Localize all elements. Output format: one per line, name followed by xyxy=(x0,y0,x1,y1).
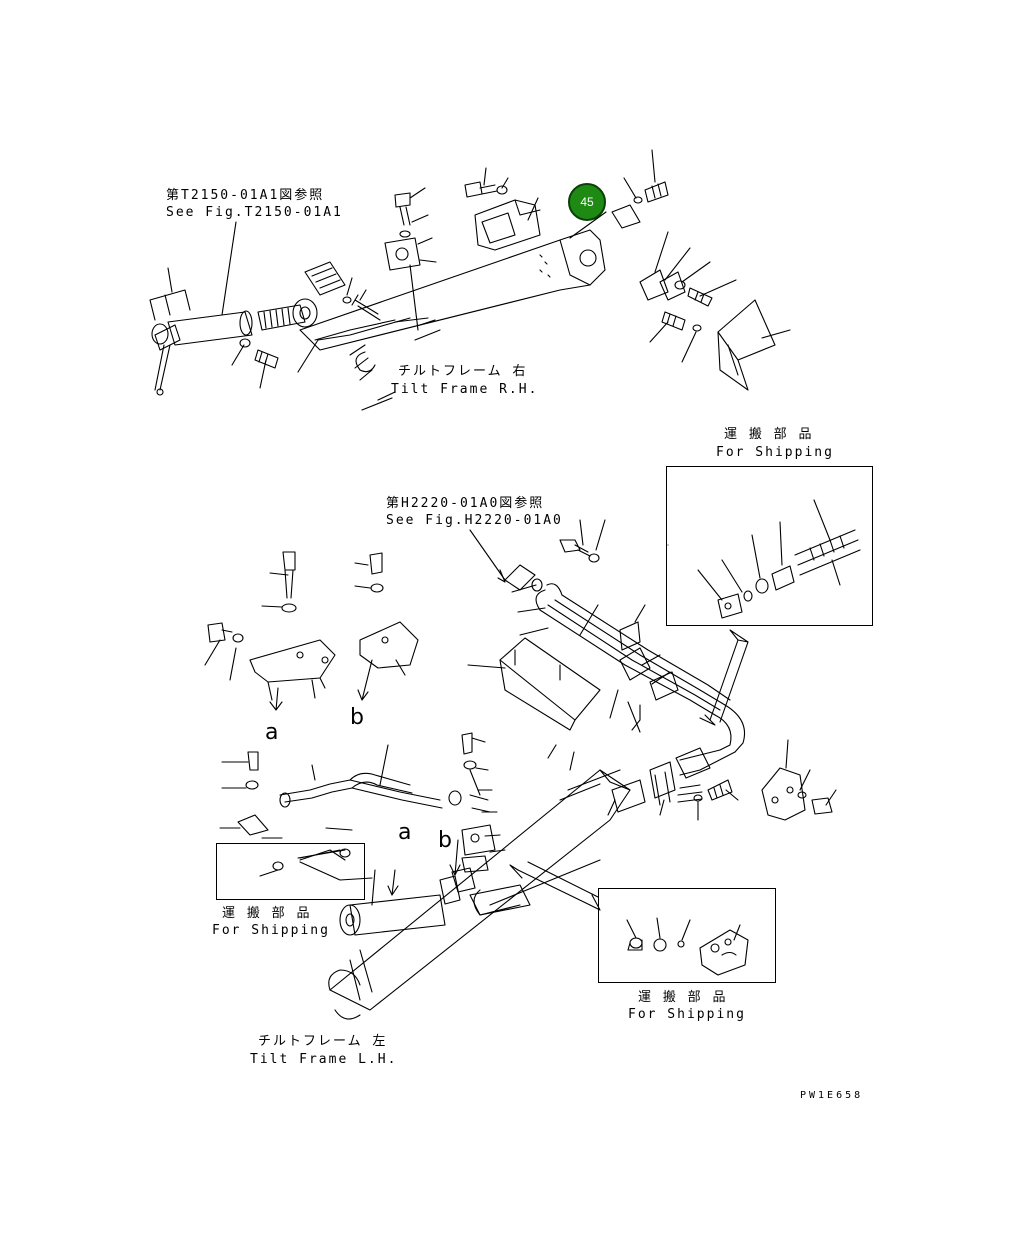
marker-a-upper: a xyxy=(265,720,279,745)
shipping-bottom-en: For Shipping xyxy=(628,1007,746,1022)
marker-b-upper: b xyxy=(350,705,364,730)
marker-b-lower: b xyxy=(438,828,452,853)
drawing-number: PW1E658 xyxy=(800,1090,864,1101)
shipping-left-en: For Shipping xyxy=(212,923,330,938)
shipping-top-right-jp: 運 搬 部 品 xyxy=(724,427,814,442)
shipping-bottom-jp: 運 搬 部 品 xyxy=(638,990,728,1005)
ref-label-top-jp: 第T2150-01A1図参照 xyxy=(166,188,325,203)
ref-label-middle-jp: 第H2220-01A0図参照 xyxy=(386,496,545,511)
shipping-box-top-right xyxy=(666,466,873,626)
shipping-parts-left xyxy=(259,848,351,877)
tilt-frame-rh-drawing xyxy=(149,149,791,411)
shipping-box-bottom-right xyxy=(598,888,776,983)
tilt-frame-rh-jp: チルトフレーム 右 xyxy=(398,364,528,379)
ref-label-top-en: See Fig.T2150-01A1 xyxy=(166,205,343,220)
tilt-frame-rh-en: Tilt Frame R.H. xyxy=(391,382,539,397)
tilt-frame-lh-jp: チルトフレーム 左 xyxy=(258,1034,388,1049)
shipping-box-left xyxy=(216,843,365,900)
tilt-frame-lh-drawing xyxy=(204,519,837,1020)
tilt-frame-lh-en: Tilt Frame L.H. xyxy=(250,1052,398,1067)
shipping-parts-bottom-right xyxy=(626,917,749,976)
shipping-top-right-en: For Shipping xyxy=(716,445,834,460)
callout-45[interactable]: 45 xyxy=(568,183,606,221)
marker-a-lower: a xyxy=(398,820,412,845)
ref-label-middle-en: See Fig.H2220-01A0 xyxy=(386,513,563,528)
shipping-left-jp: 運 搬 部 品 xyxy=(222,906,312,921)
shipping-parts-top-right xyxy=(667,499,861,619)
